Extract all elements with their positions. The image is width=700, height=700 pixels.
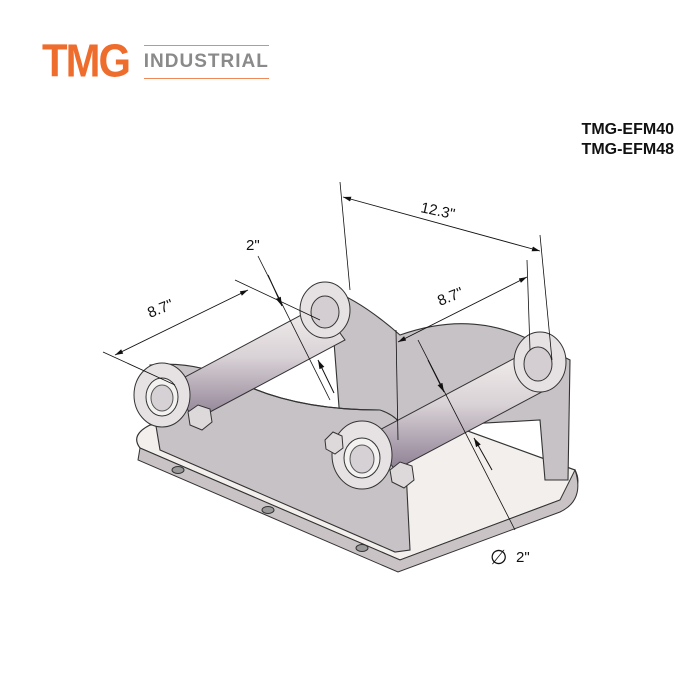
mount-hole xyxy=(355,544,369,552)
model-number-2: TMG-EFM48 xyxy=(581,141,674,158)
hex-nut xyxy=(324,431,344,455)
model-numbers: TMG-EFM40 TMG-EFM48 xyxy=(582,120,674,160)
dim-label-2-bottom: 2" xyxy=(516,549,530,566)
dimension-pin-diameter-bottom: ∅ 2" xyxy=(417,339,530,569)
logo-industrial-text: INDUSTRIAL xyxy=(143,43,269,81)
dim-label-2-top: 2" xyxy=(246,237,260,254)
rear-pin xyxy=(133,281,351,431)
dim-label-12-3: 12.3" xyxy=(419,199,456,223)
hex-nut xyxy=(187,404,213,431)
dim-label-8-7-left: 8.7" xyxy=(145,296,176,322)
logo-tmg-text: TMG xyxy=(42,35,131,88)
brand-logo: TMG INDUSTRIAL xyxy=(42,35,269,88)
dimension-overall-length: 12.3" xyxy=(339,181,553,361)
front-pin xyxy=(324,331,567,490)
dimension-pin-diameter-top: 2" xyxy=(246,237,335,401)
hex-nut xyxy=(389,461,415,489)
dim-label-8-7-right: 8.7" xyxy=(435,284,466,310)
mount-hole xyxy=(261,506,275,514)
diameter-symbol: ∅ xyxy=(490,547,507,569)
model-number-1: TMG-EFM40 xyxy=(581,121,674,138)
mount-hole xyxy=(171,466,185,474)
